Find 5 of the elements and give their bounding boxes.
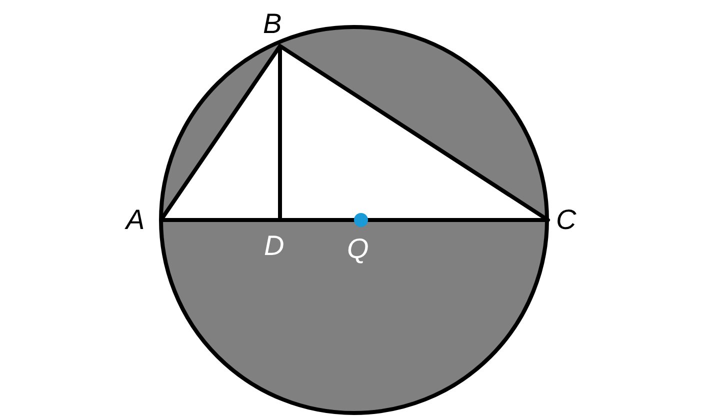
point-label: A	[126, 206, 145, 234]
point-label: Q	[347, 235, 369, 263]
point-label: C	[556, 206, 576, 234]
point-label: D	[264, 232, 284, 260]
point-label: B	[263, 10, 282, 38]
